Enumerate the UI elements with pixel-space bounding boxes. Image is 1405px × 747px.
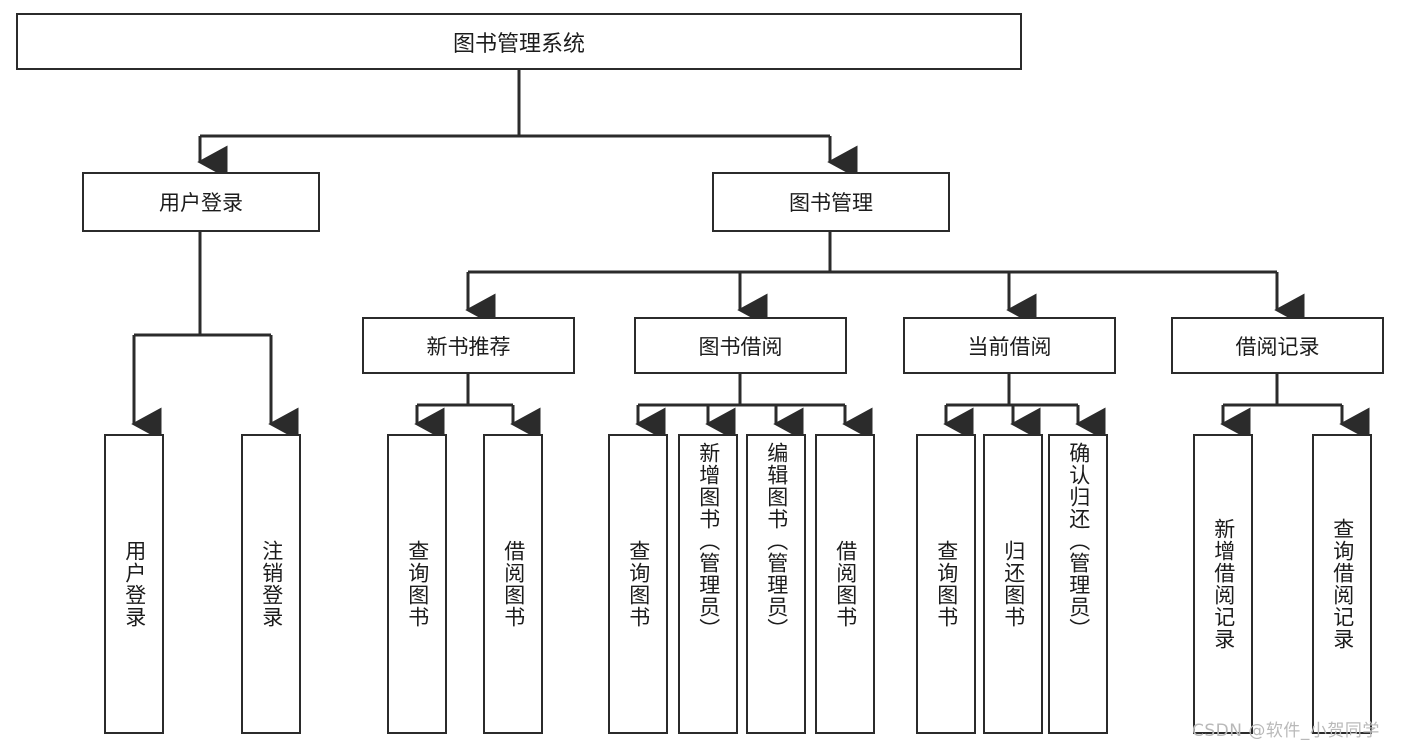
node-label: 图书管理系统 [452, 31, 585, 57]
node-label: 新增图书（管理员） [696, 442, 721, 640]
node-label: 新增借阅记录 [1211, 518, 1236, 650]
leaf-edit-book-admin[interactable]: 编辑图书（管理员） [746, 434, 806, 734]
csdn-watermark: CSDN @软件_小贺同学 [1192, 721, 1380, 741]
leaf-add-book-admin[interactable]: 新增图书（管理员） [678, 434, 738, 734]
leaf-return-book[interactable]: 归还图书 [983, 434, 1043, 734]
node-label: 借阅图书 [501, 540, 526, 628]
leaf-user-login[interactable]: 用户登录 [104, 434, 164, 734]
leaf-add-borrow-record[interactable]: 新增借阅记录 [1193, 434, 1253, 734]
node-label: 注销登录 [259, 540, 284, 628]
node-label: 当前借阅 [967, 334, 1052, 359]
node-current-borrow[interactable]: 当前借阅 [903, 317, 1116, 374]
node-label: 借阅图书 [833, 540, 858, 628]
node-label: 查询图书 [405, 540, 430, 628]
leaf-query-book-new[interactable]: 查询图书 [387, 434, 447, 734]
leaf-query-book-borrow[interactable]: 查询图书 [608, 434, 668, 734]
node-label: 查询图书 [626, 540, 651, 628]
node-borrow-record[interactable]: 借阅记录 [1171, 317, 1384, 374]
node-label: 确认归还（管理员） [1066, 442, 1091, 640]
node-new-book-recommend[interactable]: 新书推荐 [362, 317, 575, 374]
node-user-login[interactable]: 用户登录 [82, 172, 320, 232]
leaf-borrow-book[interactable]: 借阅图书 [815, 434, 875, 734]
node-root-system[interactable]: 图书管理系统 [16, 13, 1022, 70]
leaf-query-borrow-record[interactable]: 查询借阅记录 [1312, 434, 1372, 734]
leaf-confirm-return-admin[interactable]: 确认归还（管理员） [1048, 434, 1108, 734]
node-label: 查询借阅记录 [1330, 518, 1355, 650]
node-label: 新书推荐 [426, 334, 511, 359]
node-label: 归还图书 [1001, 540, 1026, 628]
node-label: 借阅记录 [1235, 334, 1320, 359]
node-book-management[interactable]: 图书管理 [712, 172, 950, 232]
leaf-query-book-current[interactable]: 查询图书 [916, 434, 976, 734]
node-label: 编辑图书（管理员） [764, 442, 789, 640]
node-book-borrow[interactable]: 图书借阅 [634, 317, 847, 374]
leaf-logout-login[interactable]: 注销登录 [241, 434, 301, 734]
node-label: 图书管理 [789, 191, 873, 215]
node-label: 用户登录 [159, 191, 243, 215]
node-label: 图书借阅 [698, 334, 783, 359]
leaf-borrow-book-new[interactable]: 借阅图书 [483, 434, 543, 734]
node-label: 查询图书 [934, 540, 959, 628]
node-label: 用户登录 [122, 540, 147, 628]
